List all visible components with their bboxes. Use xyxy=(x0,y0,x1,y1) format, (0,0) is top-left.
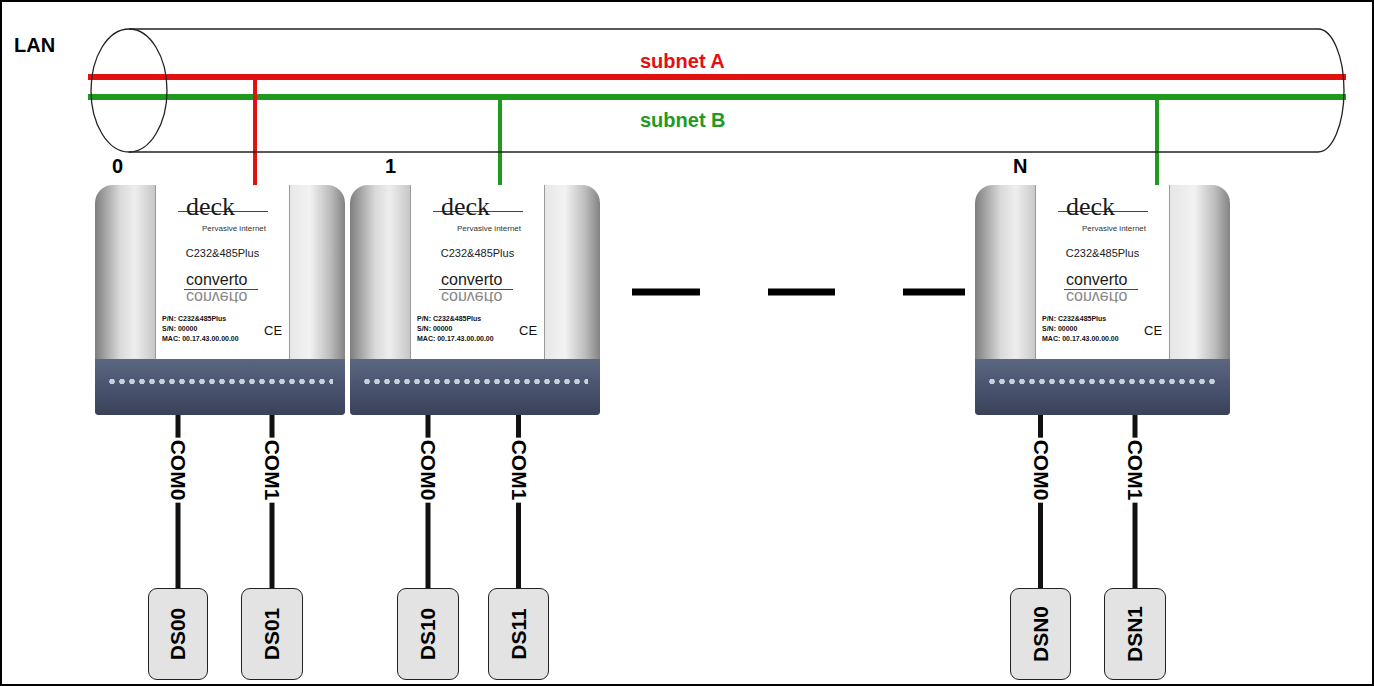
part-number: P/N: C232&485Plus xyxy=(1042,315,1106,323)
drop-line xyxy=(498,97,502,153)
terminal-strip xyxy=(350,359,600,415)
brand-logo: deck xyxy=(186,193,235,222)
model-name: C232&485Plus xyxy=(186,247,259,259)
brand-logo: deck xyxy=(441,193,490,222)
serial-number: S/N: 00000 xyxy=(417,325,452,333)
tube-outline xyxy=(90,28,1346,153)
serial-number: S/N: 00000 xyxy=(1042,325,1077,333)
part-number: P/N: C232&485Plus xyxy=(417,315,481,323)
ce-mark: CE xyxy=(1144,324,1162,338)
label-panel: deckPervasive internetC232&485Plus conver… xyxy=(410,185,545,360)
logo-reflection: converto xyxy=(186,288,247,306)
mac-address: MAC: 00.17.43.00.00.00 xyxy=(162,335,239,343)
brand-logo: deck xyxy=(1066,193,1115,222)
ce-mark: CE xyxy=(264,324,282,338)
subnet-label: subnet A xyxy=(640,50,725,72)
serial-device-box: DSN0 xyxy=(1010,588,1071,680)
brand-tagline: Pervasive internet xyxy=(202,225,266,234)
product-logo: converto xyxy=(1066,271,1127,289)
serial-device-box: DSN1 xyxy=(1104,588,1166,680)
tube-body xyxy=(129,29,1344,152)
drop-line xyxy=(253,77,257,153)
label-panel: deckPervasive internetC232&485Plus conver… xyxy=(1035,185,1170,360)
connector xyxy=(253,153,257,185)
port-label: COM1 xyxy=(1124,438,1146,503)
part-number: P/N: C232&485Plus xyxy=(162,315,226,323)
device-number: 1 xyxy=(385,155,396,177)
port-label: COM0 xyxy=(167,438,189,503)
device-label: DS10 xyxy=(416,608,439,661)
brand-tagline: Pervasive internet xyxy=(457,225,521,234)
serial-number: S/N: 00000 xyxy=(162,325,197,333)
serial-device-box: DS10 xyxy=(397,588,459,680)
brand-tagline: Pervasive internet xyxy=(1082,225,1146,234)
device-label: DS11 xyxy=(507,608,530,659)
drop-line xyxy=(1155,97,1159,153)
logo-reflection: converto xyxy=(441,288,502,306)
product-logo: converto xyxy=(441,271,502,289)
ellipsis-dash xyxy=(632,289,700,296)
serial-device-box: DS01 xyxy=(241,588,303,680)
device-label: DS00 xyxy=(166,608,189,661)
connector xyxy=(1155,153,1159,185)
device-label: DS01 xyxy=(260,608,283,661)
port-label: COM1 xyxy=(261,438,283,503)
serial-device-box: DS00 xyxy=(148,588,208,680)
terminal-strip xyxy=(975,359,1230,415)
converter-device: deckPervasive internetC232&485Plus conver… xyxy=(975,185,1230,415)
ellipsis-dash xyxy=(903,289,965,296)
product-logo: converto xyxy=(186,271,247,289)
device-label: DSN0 xyxy=(1029,606,1052,662)
model-name: C232&485Plus xyxy=(441,247,514,259)
terminal-screws xyxy=(362,377,588,386)
connector xyxy=(498,153,502,185)
serial-device-box: DS11 xyxy=(488,588,549,680)
model-name: C232&485Plus xyxy=(1066,247,1139,259)
converter-device: deckPervasive internetC232&485Plus conver… xyxy=(95,185,345,415)
device-number: 0 xyxy=(112,155,123,177)
subnet-label: subnet B xyxy=(640,109,726,131)
mac-address: MAC: 00.17.43.00.00.00 xyxy=(1042,335,1119,343)
terminal-screws xyxy=(107,377,333,386)
network-tube: LANsubnet Asubnet B xyxy=(90,28,1346,153)
logo-reflection: converto xyxy=(1066,288,1127,306)
tube-end xyxy=(91,29,167,152)
network-label: LAN xyxy=(14,34,55,56)
converter-device: deckPervasive internetC232&485Plus conver… xyxy=(350,185,600,415)
terminal-strip xyxy=(95,359,345,415)
mac-address: MAC: 00.17.43.00.00.00 xyxy=(417,335,494,343)
device-label: DSN1 xyxy=(1123,606,1146,662)
ellipsis-dash xyxy=(768,289,835,296)
subnet-a-line xyxy=(88,74,1346,80)
device-number: N xyxy=(1013,155,1027,177)
label-panel: deckPervasive internetC232&485Plus conver… xyxy=(155,185,290,360)
terminal-screws xyxy=(987,377,1218,386)
port-label: COM1 xyxy=(507,438,529,503)
port-label: COM0 xyxy=(1029,438,1051,503)
port-label: COM0 xyxy=(417,438,439,503)
ce-mark: CE xyxy=(519,324,537,338)
